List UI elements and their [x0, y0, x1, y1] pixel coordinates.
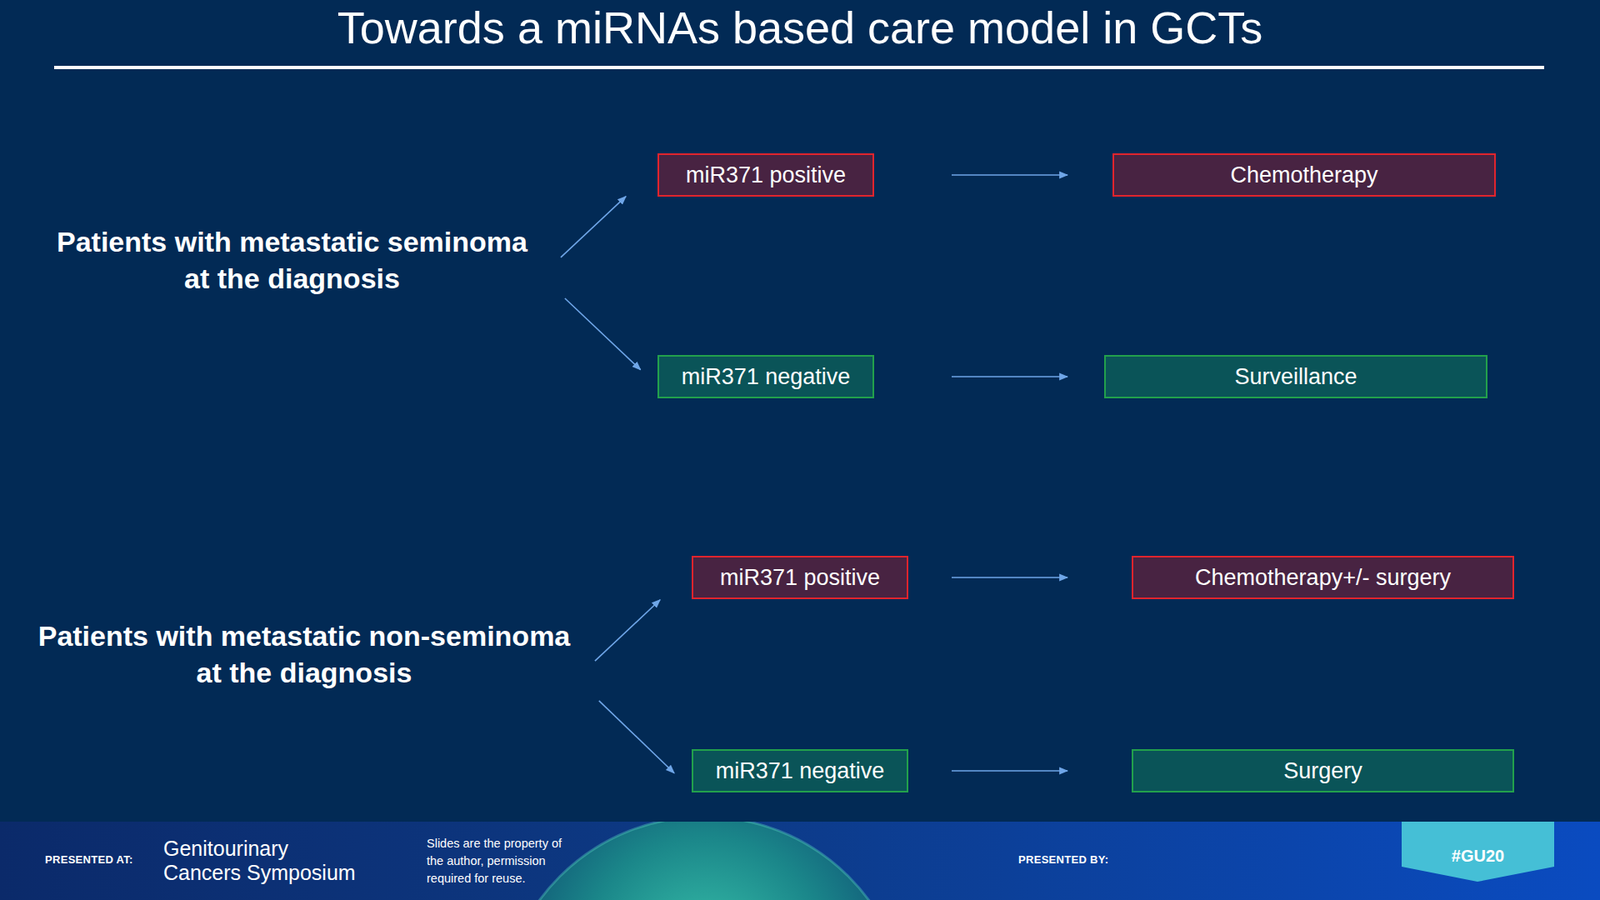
negative-box: miR371 negative [657, 355, 875, 399]
treatment-box: Chemotherapy+/- surgery [1131, 555, 1515, 600]
treatment-box: Surgery [1131, 749, 1515, 793]
box-label: miR371 negative [681, 364, 851, 390]
hashtag-badge [1401, 821, 1555, 882]
patient-group: Patients with metastatic non-seminoma at… [29, 612, 580, 696]
globe-illustration [500, 821, 909, 900]
flow-arrow [951, 770, 1068, 772]
positive-box: miR371 positive [657, 153, 875, 197]
positive-box: miR371 positive [691, 555, 909, 600]
flow-arrow [951, 375, 1068, 378]
hashtag: #GU20 [1401, 846, 1555, 866]
flow-arrow [599, 700, 675, 774]
box-label: miR371 positive [685, 162, 846, 189]
footer-caption: PRESENTED AT: [45, 853, 145, 866]
box-label: miR371 negative [715, 758, 885, 785]
negative-box: miR371 negative [691, 749, 909, 793]
copyright-note: Slides are the property of the author, p… [426, 835, 579, 888]
flow-arrow [595, 600, 660, 661]
title-rule [54, 65, 1545, 70]
group-label: Patients with metastatic non-seminoma at… [29, 617, 580, 691]
flow-arrow [560, 196, 626, 258]
flow-arrow [565, 298, 641, 370]
globe-rim [500, 821, 909, 900]
box-label: Surgery [1283, 758, 1363, 785]
footer-caption: PRESENTED BY: [1018, 853, 1127, 866]
footer-band [0, 821, 1600, 900]
box-label: Chemotherapy [1230, 162, 1378, 189]
box-label: Surveillance [1234, 364, 1357, 390]
symposium-name: Genitourinary Cancers Symposium [163, 836, 372, 885]
box-label: Chemotherapy+/- surgery [1195, 565, 1451, 591]
flow-arrow [951, 576, 1068, 579]
slide-title: Towards a miRNAs based care model in GCT… [0, 1, 1600, 54]
treatment-box: Surveillance [1104, 355, 1488, 399]
treatment-box: Chemotherapy [1112, 153, 1496, 197]
flow-arrow [951, 174, 1068, 176]
box-label: miR371 positive [720, 565, 880, 591]
group-label: Patients with metastatic seminoma at the… [48, 223, 536, 297]
patient-group: Patients with metastatic seminoma at the… [48, 218, 536, 302]
